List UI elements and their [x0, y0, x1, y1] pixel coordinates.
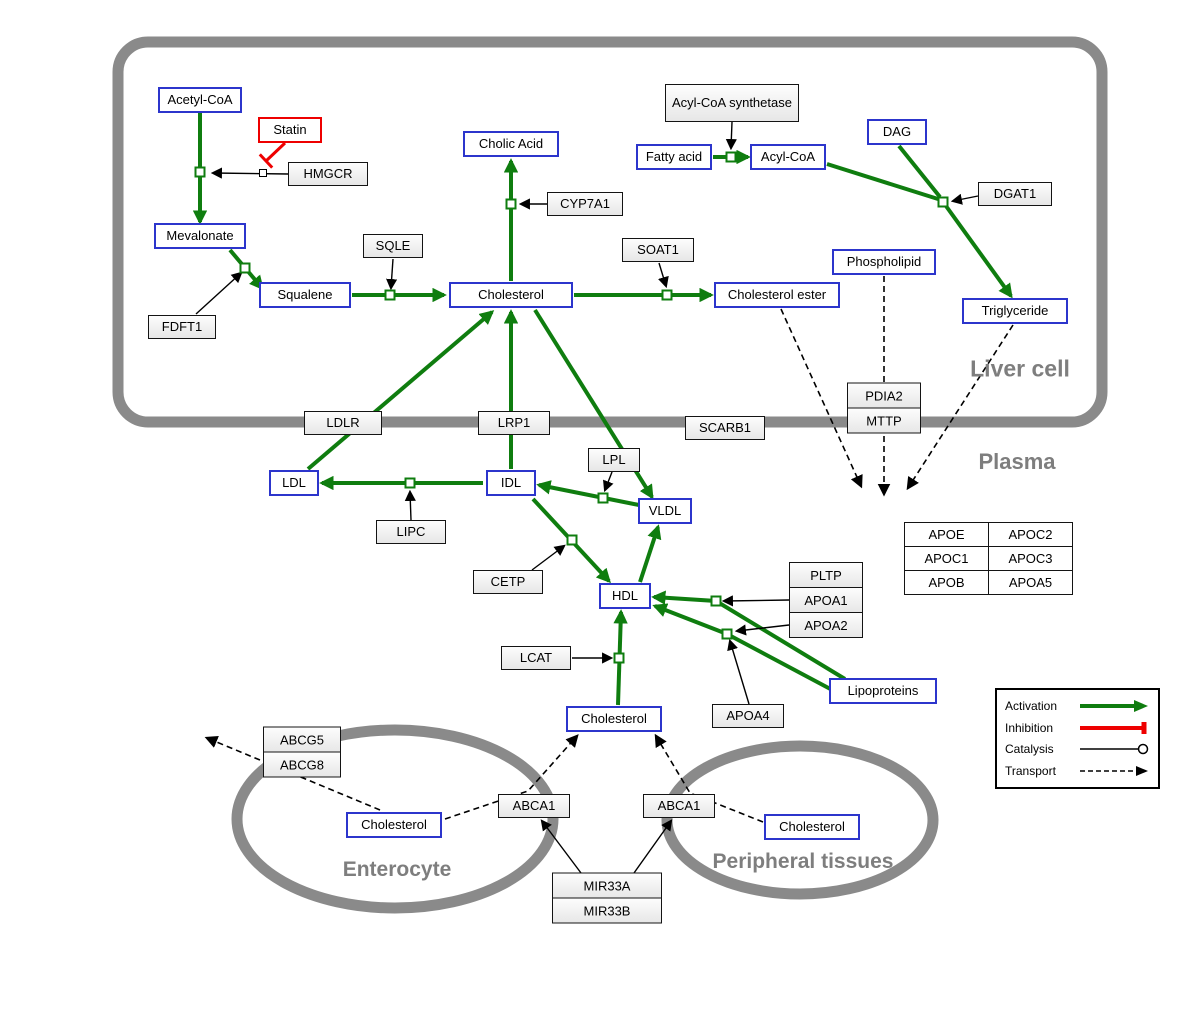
gene-lcat[interactable]: LCAT [501, 646, 571, 670]
metabolite-dag[interactable]: DAG [867, 119, 927, 145]
liver-cell-membrane [112, 36, 1108, 428]
gene-sqle[interactable]: SQLE [363, 234, 423, 258]
metabolite-hdl[interactable]: HDL [599, 583, 651, 609]
peripheral-tissues-label: Peripheral tissues [712, 850, 894, 873]
catalysis-edges [195, 121, 979, 874]
gene-apoe[interactable]: APOE [904, 522, 989, 547]
inhibition-tbar-icon [1080, 721, 1147, 734]
gene-lipc[interactable]: LIPC [376, 520, 446, 544]
metabolite-squalene[interactable]: Squalene [259, 282, 351, 308]
gene-abca1-enterocyte[interactable]: ABCA1 [498, 794, 570, 818]
complex-pltp-apoa1-apoa2: PLTP APOA1 APOA2 [789, 562, 863, 638]
gene-cyp7a1[interactable]: CYP7A1 [547, 192, 623, 216]
gene-ldlr[interactable]: LDLR [304, 411, 382, 435]
metabolite-cholesterol-liver[interactable]: Cholesterol [449, 282, 573, 308]
gene-abca1-peripheral[interactable]: ABCA1 [643, 794, 715, 818]
apolipoprotein-table: APOE APOC2 APOC1 APOC3 APOB APOA5 [904, 522, 1073, 595]
legend-row-inhibition: Inhibition [1005, 721, 1150, 735]
metabolite-idl[interactable]: IDL [486, 470, 536, 496]
liver-cell-label: Liver cell [970, 355, 1070, 382]
plasma-label: Plasma [978, 449, 1056, 474]
gene-scarb1[interactable]: SCARB1 [685, 416, 765, 440]
metabolite-phospholipid[interactable]: Phospholipid [832, 249, 936, 275]
gene-hmgcr[interactable]: HMGCR [288, 162, 368, 186]
gene-cetp[interactable]: CETP [473, 570, 543, 594]
gene-abcg5[interactable]: ABCG5 [263, 726, 341, 753]
metabolite-vldl[interactable]: VLDL [638, 498, 692, 524]
gene-apoc1[interactable]: APOC1 [904, 546, 989, 571]
metabolite-lipoproteins[interactable]: Lipoproteins [829, 678, 937, 704]
metabolite-cholic-acid[interactable]: Cholic Acid [463, 131, 559, 157]
gene-lpl[interactable]: LPL [588, 448, 640, 472]
metabolite-mevalonate[interactable]: Mevalonate [154, 223, 246, 249]
gene-fdft1[interactable]: FDFT1 [148, 315, 216, 339]
legend-row-catalysis: Catalysis [1005, 742, 1150, 756]
metabolite-acyl-coa[interactable]: Acyl-CoA [750, 144, 826, 170]
legend-box: Activation Inhibition Catalysis Transpor… [995, 688, 1160, 789]
gene-apoa2[interactable]: APOA2 [789, 612, 863, 638]
drug-statin[interactable]: Statin [258, 117, 322, 143]
catalysis-circle-icon [1080, 744, 1149, 755]
legend-row-activation: Activation [1005, 699, 1150, 713]
gene-mir33a[interactable]: MIR33A [552, 872, 662, 899]
legend-transport-label: Transport [1005, 764, 1056, 779]
legend-activation-label: Activation [1005, 698, 1058, 713]
legend-catalysis-label: Catalysis [1005, 742, 1054, 757]
gene-apoc3[interactable]: APOC3 [988, 546, 1073, 571]
gene-apoa1[interactable]: APOA1 [789, 587, 863, 613]
metabolite-triglyceride[interactable]: Triglyceride [962, 298, 1068, 324]
metabolite-acetyl-coa[interactable]: Acetyl-CoA [158, 87, 242, 113]
transport-dashed-arrow-icon [1080, 766, 1148, 777]
gene-lrp1[interactable]: LRP1 [478, 411, 550, 435]
metabolite-cholesterol-ester[interactable]: Cholesterol ester [714, 282, 840, 308]
metabolite-cholesterol-plasma[interactable]: Cholesterol [566, 706, 662, 732]
complex-abcg5-abcg8: ABCG5 ABCG8 [263, 726, 341, 778]
inhibition-anchor-square [259, 169, 267, 177]
legend-row-transport: Transport [1005, 764, 1150, 778]
reaction-nodes [194, 151, 949, 664]
gene-soat1[interactable]: SOAT1 [622, 238, 694, 262]
complex-mir33a-mir33b: MIR33A MIR33B [552, 872, 662, 924]
gene-apob[interactable]: APOB [904, 570, 989, 595]
gene-mttp[interactable]: MTTP [847, 407, 921, 434]
gene-mir33b[interactable]: MIR33B [552, 897, 662, 924]
metabolite-cholesterol-peripheral[interactable]: Cholesterol [764, 814, 860, 840]
gene-pdia2[interactable]: PDIA2 [847, 382, 921, 409]
complex-pdia2-mttp: PDIA2 MTTP [847, 382, 921, 434]
gene-apoa5[interactable]: APOA5 [988, 570, 1073, 595]
metabolite-ldl[interactable]: LDL [269, 470, 319, 496]
enterocyte-label: Enterocyte [342, 858, 452, 881]
metabolite-cholesterol-enterocyte[interactable]: Cholesterol [346, 812, 442, 838]
gene-apoc2[interactable]: APOC2 [988, 522, 1073, 547]
activation-arrow-icon [1080, 699, 1148, 712]
gene-pltp[interactable]: PLTP [789, 562, 863, 588]
gene-acyl-coa-synthetase[interactable]: Acyl-CoA synthetase [665, 84, 799, 122]
gene-abcg8[interactable]: ABCG8 [263, 751, 341, 778]
metabolite-fatty-acid[interactable]: Fatty acid [636, 144, 712, 170]
gene-apoa4[interactable]: APOA4 [712, 704, 784, 728]
legend-inhibition-label: Inhibition [1005, 720, 1054, 735]
inhibition-edge [258, 141, 287, 169]
gene-dgat1[interactable]: DGAT1 [978, 182, 1052, 206]
